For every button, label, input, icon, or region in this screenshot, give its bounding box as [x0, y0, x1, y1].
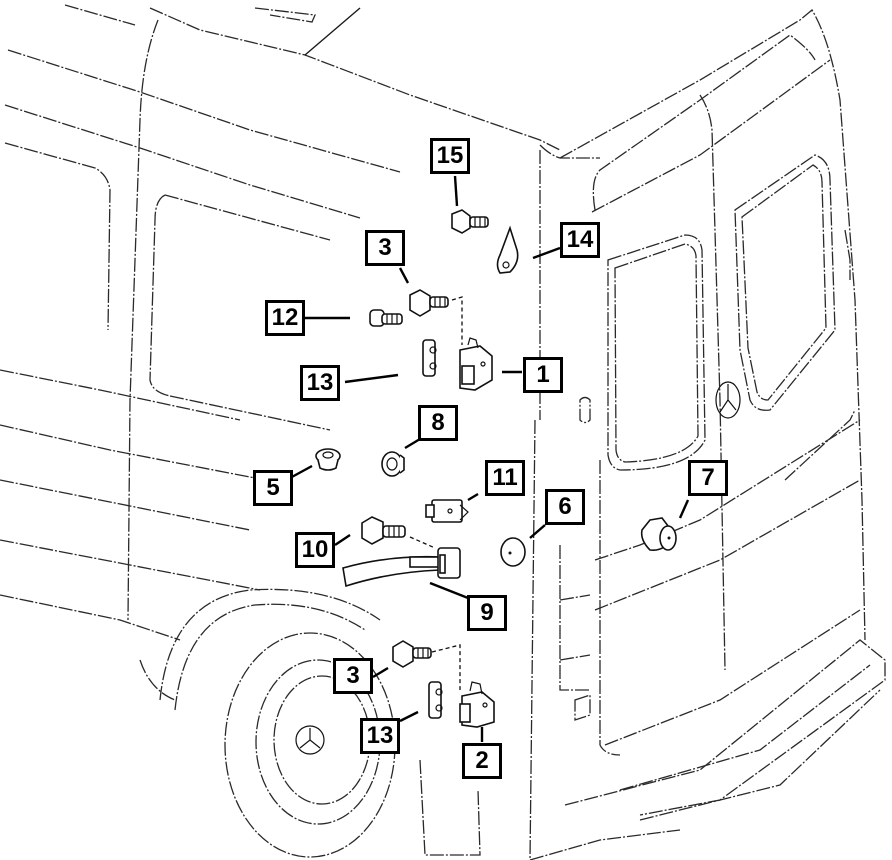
part-3-bolt-upper: [409, 289, 449, 317]
callout-10: 10: [295, 532, 335, 568]
callout-7: 7: [688, 460, 728, 496]
leader-lines: [289, 175, 690, 742]
van-body-outline: [0, 4, 886, 860]
callout-1: 1: [523, 357, 563, 393]
callout-5: 5: [253, 470, 293, 506]
part-7-bump-stop-door: [640, 517, 677, 552]
callout-14: 14: [560, 222, 600, 258]
part-13-nut-plate-lower: [428, 681, 443, 719]
part-13-nut-plate-upper: [422, 339, 437, 377]
part-5-plug: [315, 448, 341, 471]
part-9-check-strap: [342, 547, 461, 588]
callout-15: 15: [430, 138, 470, 174]
part-14-bracket: [496, 225, 519, 274]
callout-8: 8: [418, 405, 458, 441]
part-3-bolt-lower: [392, 640, 432, 668]
part-1-upper-hinge: [459, 337, 493, 391]
part-11-check-holder: [425, 499, 469, 523]
part-15-bolt: [451, 209, 489, 234]
callout-2: 2: [462, 743, 502, 779]
part-2-lower-hinge: [459, 681, 495, 728]
part-12-screw: [369, 309, 403, 327]
callout-13-upper: 13: [300, 365, 340, 401]
callout-12: 12: [265, 300, 305, 336]
callout-3-lower: 3: [333, 658, 373, 694]
callout-11: 11: [485, 460, 525, 496]
callout-13-lower: 13: [360, 718, 400, 754]
callout-6: 6: [545, 489, 585, 525]
part-8-grommet: [381, 451, 405, 477]
part-6-bump-stop: [500, 537, 526, 567]
part-10-bolt: [361, 516, 406, 545]
callout-3-upper: 3: [365, 230, 405, 266]
callout-9: 9: [467, 595, 507, 631]
